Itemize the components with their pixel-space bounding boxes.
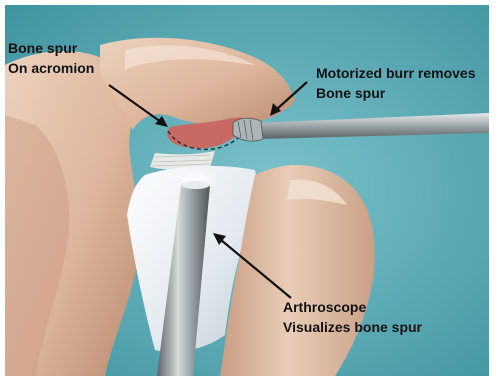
arthroscope-label: Arthroscope Visualizes bone spur <box>283 297 422 337</box>
burr-label-line1: Motorized burr removes <box>316 63 475 83</box>
arthroscope-label-line2: Visualizes bone spur <box>283 317 422 337</box>
arthroscope-tip <box>181 181 210 189</box>
arthroscope-label-line1: Arthroscope <box>283 297 422 317</box>
bone-spur-label-line2: On acromion <box>8 58 94 78</box>
burr-label-line2: Bone spur <box>316 83 475 103</box>
bone-spur-label: Bone spur On acromion <box>8 38 94 78</box>
burr-label: Motorized burr removes Bone spur <box>316 63 475 103</box>
bone-spur-label-line1: Bone spur <box>8 38 94 58</box>
burr-tip <box>233 118 263 141</box>
